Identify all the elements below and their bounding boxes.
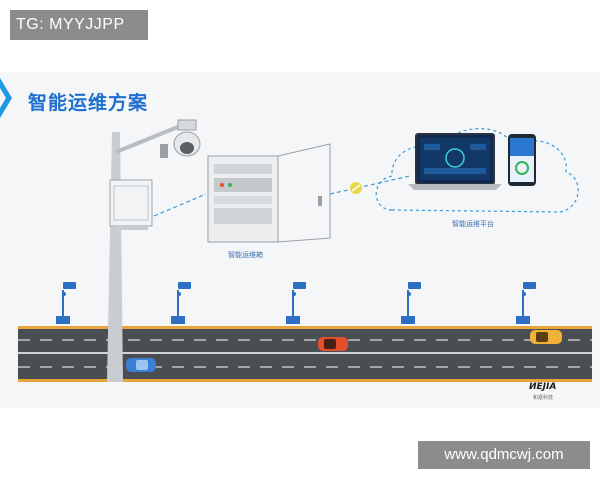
- cloud: [375, 127, 579, 213]
- roadside-camera-3: [286, 282, 306, 324]
- camera-icon: [523, 282, 536, 289]
- camera-icon: [293, 282, 306, 289]
- roadside-camera-1: [56, 282, 76, 324]
- platform-label: 智能运维平台: [452, 220, 494, 228]
- roadside-camera-2: [171, 282, 191, 324]
- watermark-bottom: www.qdmcwj.com: [418, 441, 590, 469]
- cabinet-label: 智能运维箱: [228, 251, 263, 259]
- brand-logo: ИEJIA: [529, 382, 557, 392]
- slide-title: 智能运维方案: [28, 92, 149, 114]
- watermark-top: TG: MYYJJPP: [10, 10, 148, 40]
- camera-icon: [408, 282, 421, 289]
- main-pole: [107, 119, 201, 382]
- roadside-camera-5: [516, 282, 536, 324]
- car-yellow: [530, 330, 562, 344]
- car-blue: [126, 358, 156, 372]
- laptop-icon: [408, 133, 502, 190]
- scene: [0, 78, 592, 382]
- roadside-camera-4: [401, 282, 421, 324]
- camera-icon: [178, 282, 191, 289]
- maintenance-cabinet: [207, 143, 331, 243]
- arrow-chevron-icon: [0, 78, 12, 118]
- road: [18, 326, 592, 382]
- brand-subtitle: 和嘉科技: [533, 395, 554, 401]
- slide: 智能运维方案 智能运维箱 智能运维平台 ИEJIA 和嘉科技: [0, 72, 600, 408]
- dome-camera-icon: [173, 119, 201, 157]
- camera-icon: [63, 282, 76, 289]
- car-red: [318, 337, 348, 351]
- phone-icon: [508, 134, 536, 186]
